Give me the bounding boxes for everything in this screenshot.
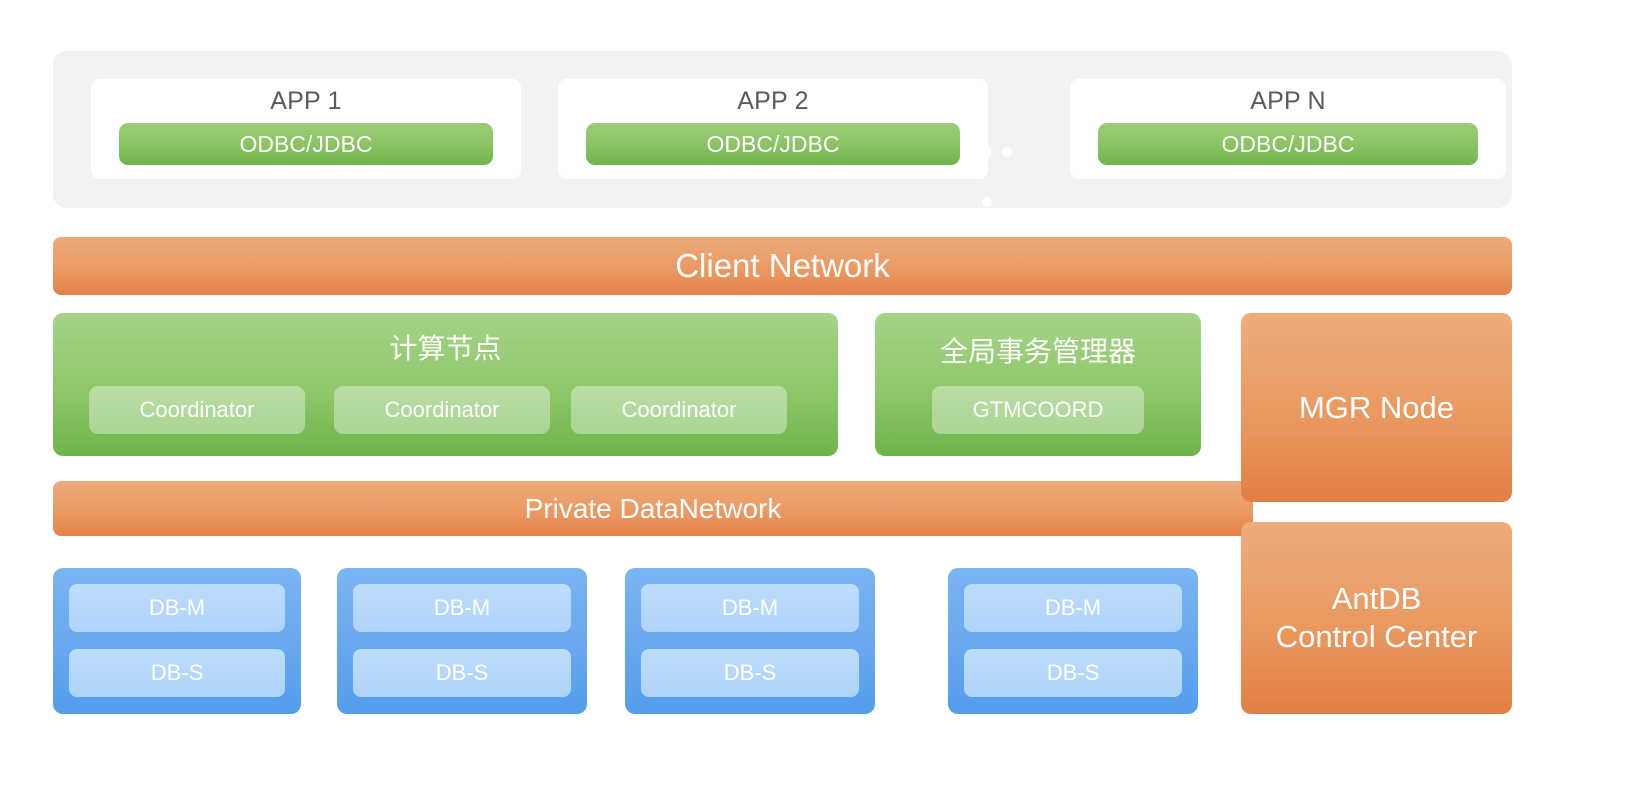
- db-master-chip-2: DB-M: [353, 584, 571, 632]
- global-transaction-manager-panel: 全局事务管理器 GTMCOORD: [875, 313, 1201, 456]
- app-title-n: APP N: [1250, 87, 1326, 115]
- app-card-1: APP 1 ODBC/JDBC: [91, 79, 521, 179]
- mgr-node-panel: MGR Node: [1241, 313, 1512, 502]
- ellipsis-dot-icon-1: [982, 147, 992, 157]
- db-master-chip-3: DB-M: [641, 584, 859, 632]
- db-group-2: DB-M DB-S: [337, 568, 587, 714]
- app-card-n: APP N ODBC/JDBC: [1070, 79, 1506, 179]
- compute-nodes-panel: 计算节点 Coordinator Coordinator Coordinator: [53, 313, 838, 456]
- coordinator-chip-3: Coordinator: [571, 386, 787, 434]
- app-title-2: APP 2: [737, 87, 809, 115]
- db-slave-chip-2: DB-S: [353, 649, 571, 697]
- compute-nodes-title: 计算节点: [389, 333, 502, 364]
- client-network-bar: Client Network: [53, 237, 1512, 295]
- application-tier-container: APP 1 ODBC/JDBC APP 2 ODBC/JDBC APP N OD…: [53, 51, 1512, 208]
- db-slave-chip-1: DB-S: [69, 649, 285, 697]
- db-group-1: DB-M DB-S: [53, 568, 301, 714]
- mgr-node-label: MGR Node: [1298, 389, 1455, 425]
- db-slave-chip-4: DB-S: [964, 649, 1182, 697]
- app-title-1: APP 1: [270, 87, 342, 115]
- driver-pill-app-2: ODBC/JDBC: [586, 123, 960, 165]
- control-center-line-1: AntDB: [1331, 581, 1422, 617]
- gtmcoord-chip: GTMCOORD: [932, 386, 1144, 434]
- private-data-network-bar: Private DataNetwork: [53, 481, 1253, 536]
- driver-pill-app-n: ODBC/JDBC: [1098, 123, 1478, 165]
- control-center-line-2: Control Center: [1275, 619, 1478, 654]
- db-master-chip-1: DB-M: [69, 584, 285, 632]
- coordinator-chip-2: Coordinator: [334, 386, 550, 434]
- db-slave-chip-3: DB-S: [641, 649, 859, 697]
- ellipsis-dot-icon-2: [1002, 147, 1012, 157]
- gtm-title: 全局事务管理器: [939, 336, 1136, 367]
- db-master-chip-4: DB-M: [964, 584, 1182, 632]
- coordinator-chip-1: Coordinator: [89, 386, 305, 434]
- app-card-2: APP 2 ODBC/JDBC: [558, 79, 988, 179]
- db-group-3: DB-M DB-S: [625, 568, 875, 714]
- ellipsis-dot-icon-3: [982, 197, 992, 207]
- db-group-4: DB-M DB-S: [948, 568, 1198, 714]
- driver-pill-app-1: ODBC/JDBC: [119, 123, 493, 165]
